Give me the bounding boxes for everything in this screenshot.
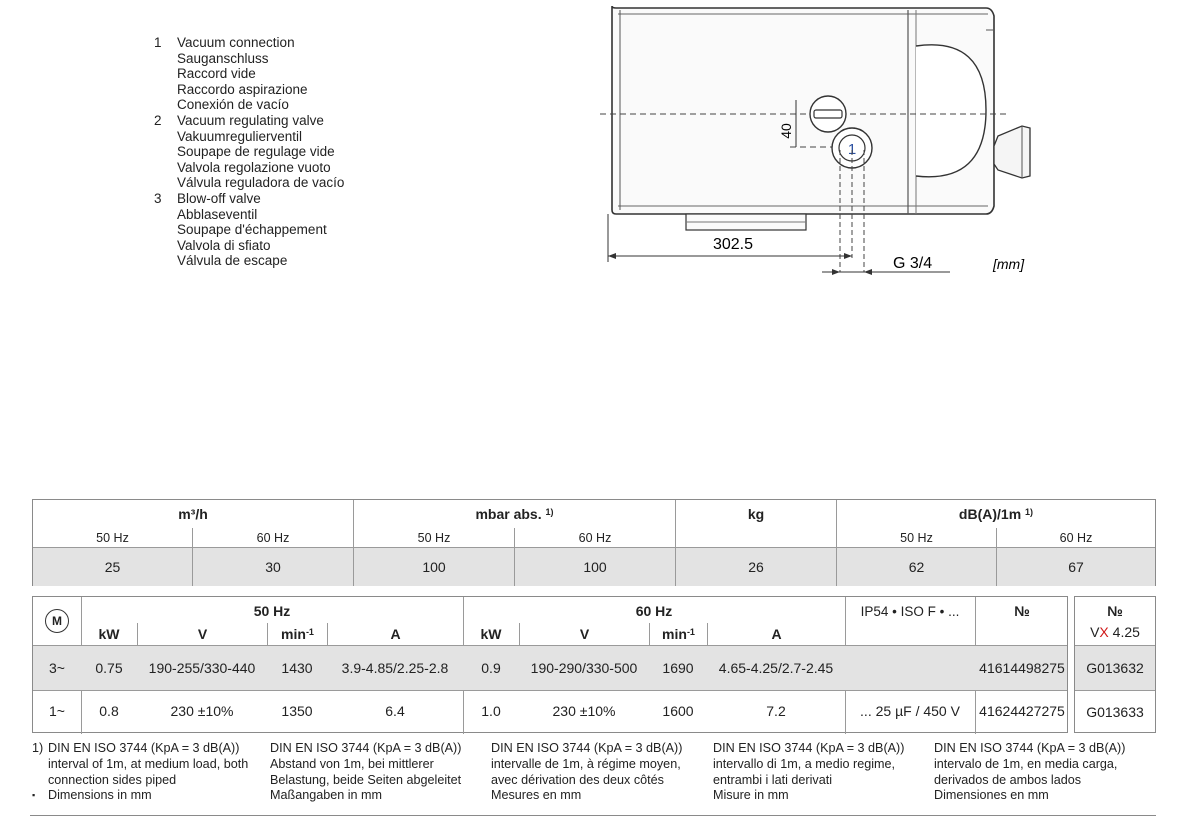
value-flow-60: 30: [192, 548, 353, 586]
row-min-50: 1350: [281, 703, 313, 719]
value-pressure-50: 100: [353, 548, 514, 586]
legend-line: Válvula reguladora de vacío: [177, 175, 345, 191]
legend-item-2: 2 Vacuum regulating valve Vakuumregulier…: [154, 113, 344, 191]
value-noise-50: 62: [836, 548, 996, 586]
row-number: 41624427275: [979, 703, 1065, 719]
subheader-50hz: 50 Hz: [836, 528, 996, 547]
col-a-50: A: [327, 623, 463, 645]
value-noise-60: 67: [996, 548, 1155, 586]
value-flow-50: 25: [104, 559, 121, 575]
bottom-divider: [30, 815, 1156, 816]
noise-header: dB(A)/1m 1): [836, 500, 1155, 528]
row-v-60: 230 ±10%: [552, 703, 616, 719]
legend-line: Conexión de vacío: [177, 97, 289, 113]
row-kw-50: 0.8: [99, 703, 119, 719]
row-min-50: 1430: [281, 659, 313, 676]
bullet-mark: ▪: [32, 790, 36, 800]
footnote-fr: DIN EN ISO 3744 (KpA = 3 dB(A)) interval…: [491, 741, 683, 803]
row-extra: [845, 645, 975, 690]
col-kw-50: kW: [98, 626, 120, 642]
footnote-en: 1) ▪ DIN EN ISO 3744 (KpA = 3 dB(A)) int…: [32, 741, 249, 803]
pump-drawing: 1 40 302.5 G 3/4 [mm]: [600, 5, 1031, 275]
dimension-length: 302.5: [713, 236, 753, 253]
row-v-60: 190-290/330-500: [530, 659, 638, 676]
subheader-empty: [675, 528, 836, 547]
legend: 1 Vacuum connection Sauganschluss Raccor…: [154, 35, 344, 269]
row-kw-60: 0.9: [481, 659, 501, 676]
row-kw-50: 0.75: [95, 659, 123, 676]
legend-line: Soupape de regulage vide: [177, 144, 335, 160]
callout-number: 1: [848, 141, 856, 158]
pressure-header: mbar abs. 1): [353, 500, 675, 528]
legend-line: Valvola di sfiato: [177, 237, 271, 253]
row-min-60: 1600: [662, 703, 694, 719]
performance-table: m³/h mbar abs. 1) kg dB(A)/1m 1) 50 Hz 6…: [32, 499, 1156, 586]
row-a-60: 7.2: [766, 703, 786, 719]
row-v-50: 230 ±10%: [170, 703, 234, 719]
code-row: G013632: [1075, 645, 1155, 690]
flow-header: m³/h: [178, 506, 208, 522]
dimension-height: 40: [778, 123, 794, 139]
row-number: 41614498275: [979, 659, 1065, 676]
subheader-50hz: 50 Hz: [96, 530, 129, 545]
row-phase: 3~: [49, 659, 65, 676]
legend-item-3: 3 Blow-off valve Abblaseventil Soupape d…: [154, 191, 344, 269]
legend-line: Raccord vide: [177, 66, 256, 82]
row-v-50: 190-255/330-440: [148, 659, 256, 676]
col-a-60: A: [707, 623, 845, 645]
subheader-50hz: 50 Hz: [353, 528, 514, 547]
legend-line: Vacuum connection: [177, 35, 295, 50]
unit-label: [mm]: [992, 256, 1025, 272]
value-weight: 26: [675, 548, 836, 586]
legend-line: Vakuumregulierventil: [177, 128, 303, 144]
col-min-50: min-1: [267, 623, 327, 645]
group-50hz: 50 Hz: [253, 603, 291, 619]
number-header: №: [1014, 603, 1030, 619]
legend-line: Vacuum regulating valve: [177, 112, 324, 128]
legend-number: 3: [154, 190, 162, 206]
row-min-60: 1690: [662, 659, 694, 676]
protection-header: IP54 • ISO F • ...: [860, 603, 960, 619]
legend-item-1: 1 Vacuum connection Sauganschluss Raccor…: [154, 35, 344, 113]
footnote-de: DIN EN ISO 3744 (KpA = 3 dB(A)) Abstand …: [270, 741, 462, 803]
code-header: №: [1107, 603, 1123, 619]
subheader-60hz: 60 Hz: [514, 528, 675, 547]
footnote-mark: 1): [32, 741, 44, 755]
col-v-50: V: [137, 623, 267, 645]
col-kw-60: kW: [480, 626, 502, 642]
legend-line: Raccordo aspirazione: [177, 81, 308, 97]
legend-number: 1: [154, 35, 162, 50]
row-phase: 1~: [49, 703, 65, 719]
row-extra: ... 25 µF / 450 V: [860, 703, 960, 719]
motor-icon: M: [33, 597, 81, 645]
footnote-it: DIN EN ISO 3744 (KpA = 3 dB(A)) interval…: [713, 741, 905, 803]
legend-line: Valvola regolazione vuoto: [177, 159, 331, 175]
legend-line: Blow-off valve: [177, 190, 261, 206]
group-60hz: 60 Hz: [635, 603, 673, 619]
subheader-60hz: 60 Hz: [996, 528, 1155, 547]
legend-line: Abblaseventil: [177, 206, 258, 222]
dimension-thread: G 3/4: [893, 255, 932, 272]
footnote-es: DIN EN ISO 3744 (KpA = 3 dB(A)) interval…: [934, 741, 1126, 803]
code-row: G013633: [1075, 690, 1155, 732]
motor-table: M 50 Hz 60 Hz IP54 • ISO F • ... № kW V …: [32, 596, 1156, 734]
legend-line: Soupape d'échappement: [177, 222, 327, 238]
value-pressure-60: 100: [514, 548, 675, 586]
subheader-60hz: 60 Hz: [192, 528, 353, 547]
row-a-50: 3.9-4.85/2.25-2.8: [341, 659, 449, 676]
col-v-60: V: [519, 623, 649, 645]
row-a-60: 4.65-4.25/2.7-2.45: [718, 659, 834, 676]
legend-line: Válvula de escape: [177, 253, 288, 269]
row-a-50: 6.4: [385, 703, 405, 719]
legend-line: Sauganschluss: [177, 50, 269, 66]
weight-header: kg: [675, 500, 836, 528]
row-kw-60: 1.0: [481, 703, 501, 719]
legend-number: 2: [154, 112, 162, 128]
col-min-60: min-1: [649, 623, 707, 645]
